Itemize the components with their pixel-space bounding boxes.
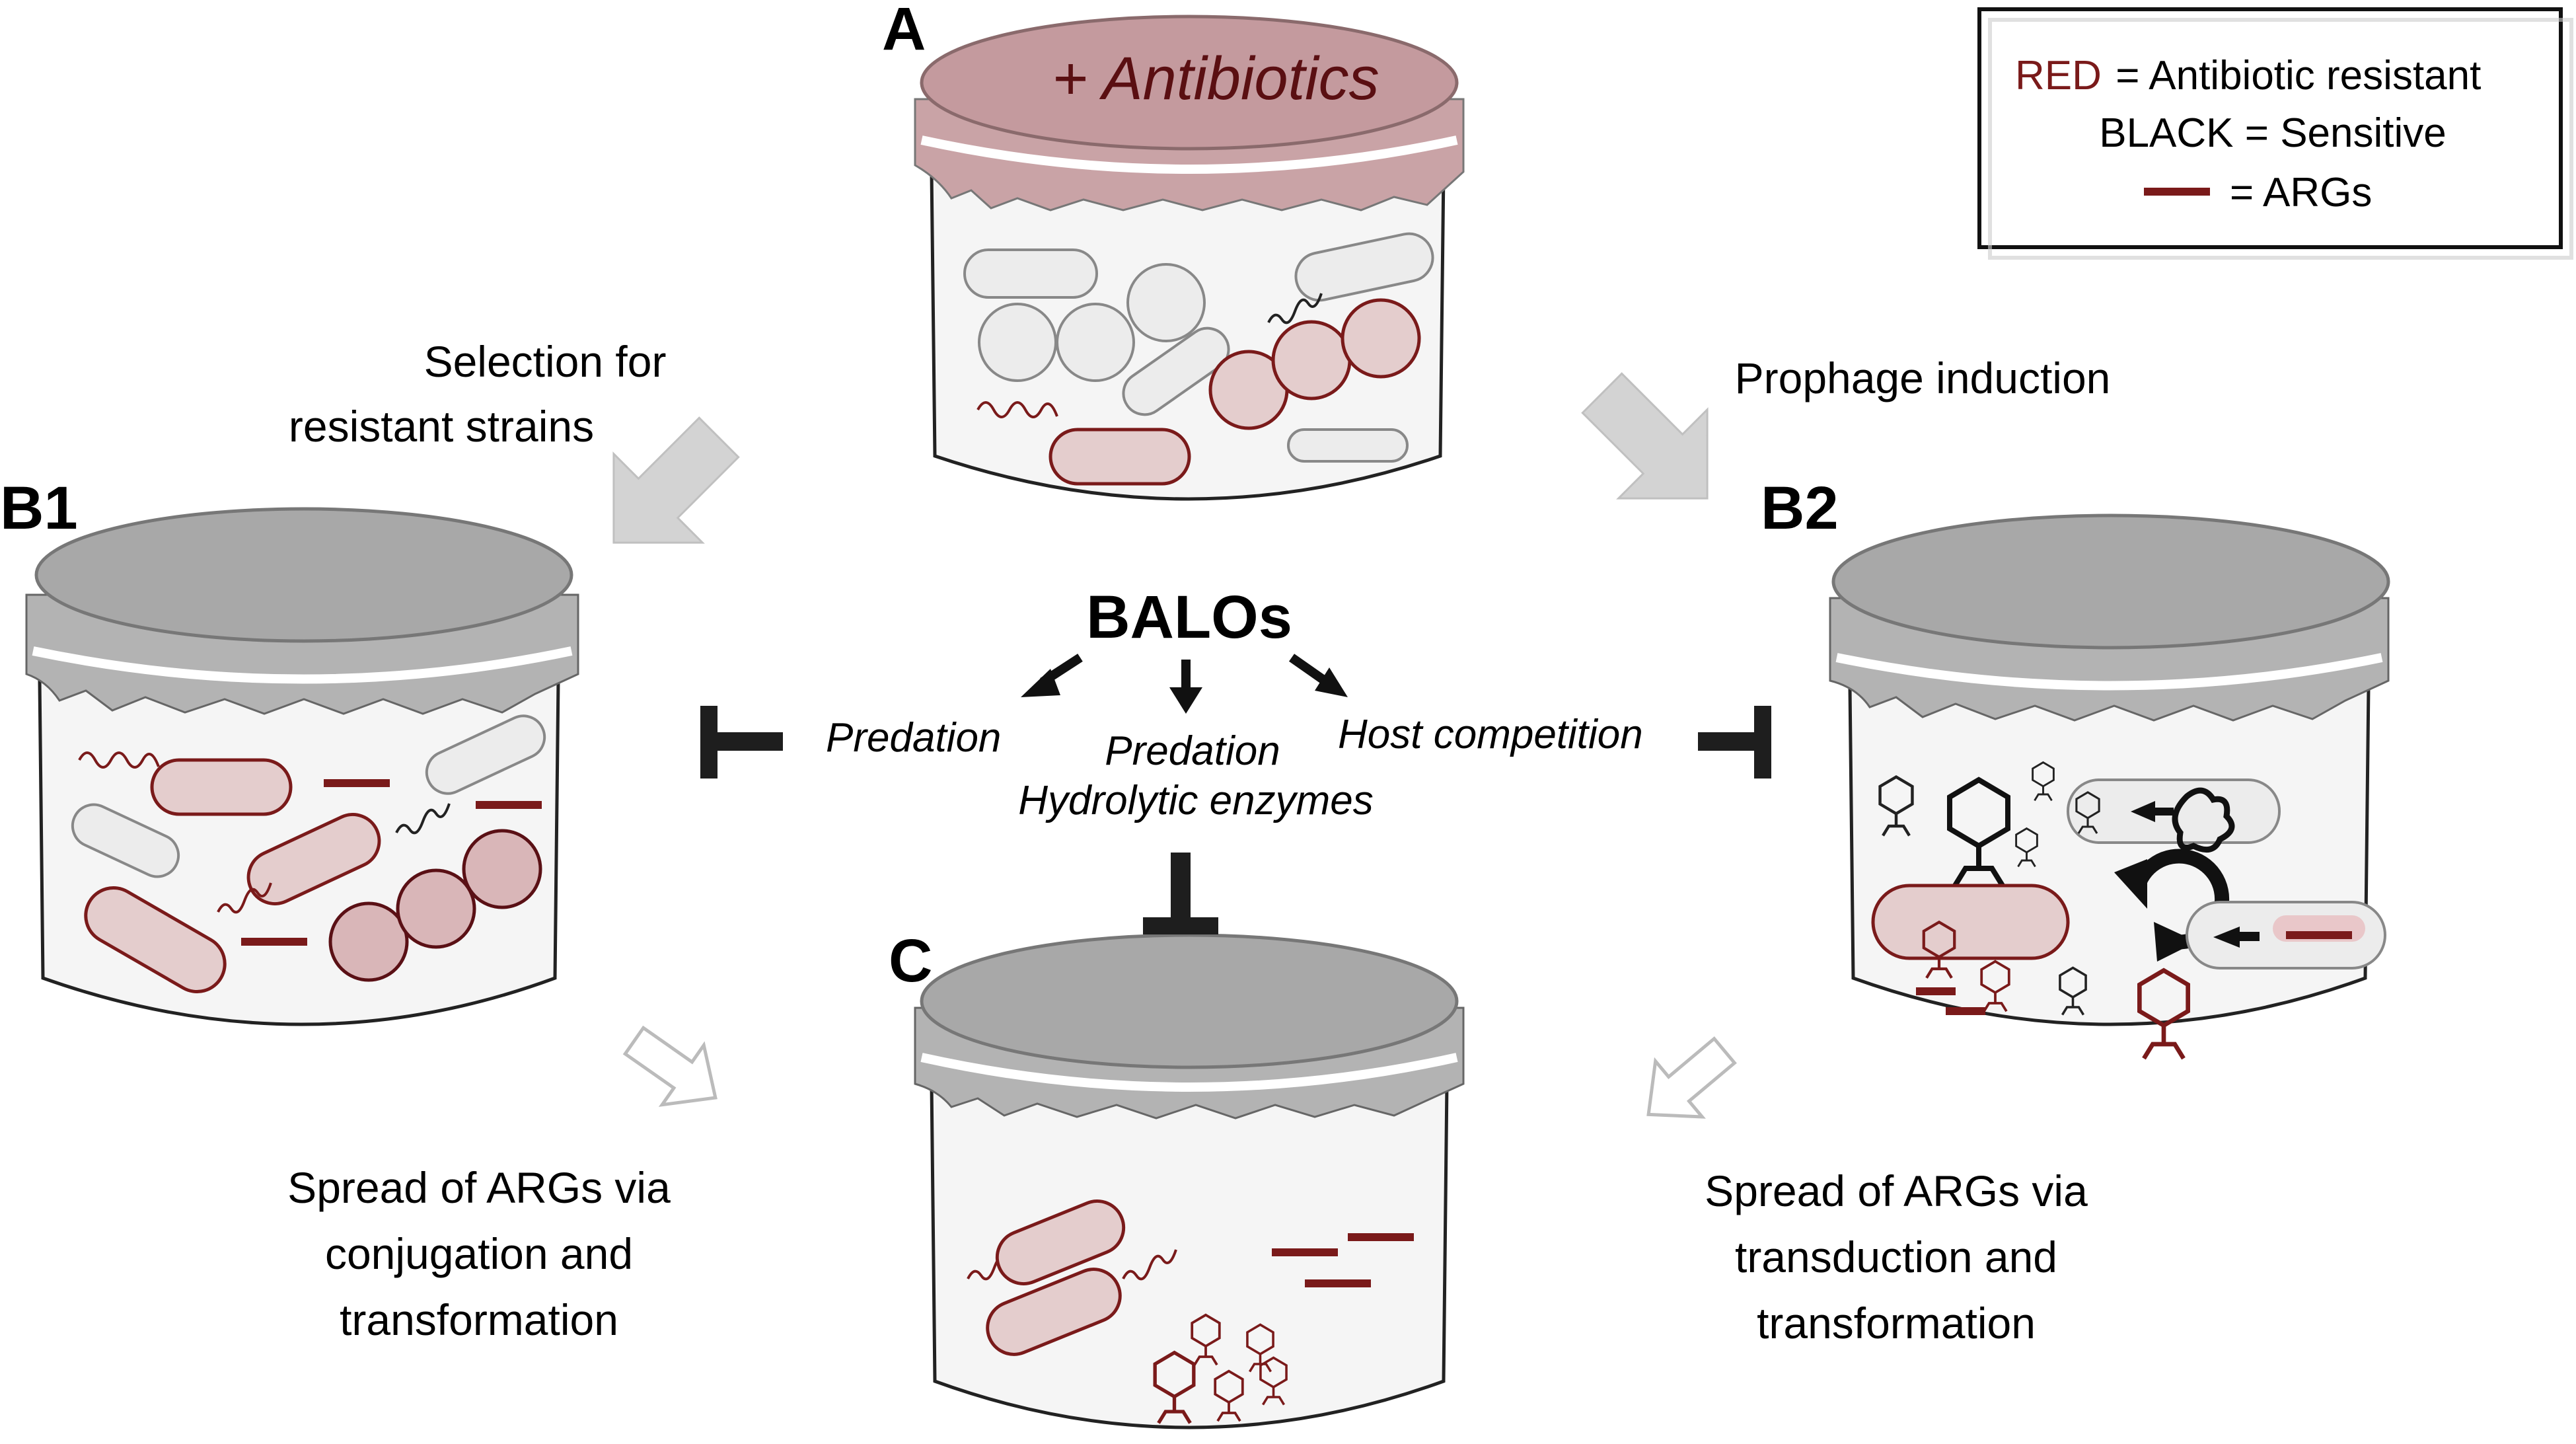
inhibit-b1 xyxy=(700,706,783,779)
legend-box xyxy=(1977,7,2563,249)
jar-b1 xyxy=(25,507,579,1026)
arrow-b1-to-c xyxy=(622,1025,718,1107)
inhibit-b2 xyxy=(1698,706,1771,779)
arrow-a-to-b2 xyxy=(1581,372,1709,500)
caption-bottom-left-2: conjugation and xyxy=(325,1229,633,1278)
inhibit-c xyxy=(1143,853,1218,934)
panel-label-c: C xyxy=(889,927,932,995)
balos-title: BALOs xyxy=(1086,584,1292,651)
legend-red-word: RED xyxy=(2015,53,2102,98)
legend: RED = Antibiotic resistant BLACK = Sensi… xyxy=(1977,7,2573,260)
arrow-a-to-b1 xyxy=(612,416,740,544)
arrow-b2-to-c xyxy=(1646,1036,1737,1119)
caption-top-left-2: resistant strains xyxy=(289,402,594,451)
jar-b2-lid xyxy=(1831,513,2390,650)
legend-args-desc: = ARGs xyxy=(2230,170,2372,215)
legend-red-desc: = Antibiotic resistant xyxy=(2104,53,2481,98)
caption-bottom-right-1: Spread of ARGs via xyxy=(1705,1166,2088,1215)
jar-b2 xyxy=(1829,513,2390,1059)
balo-arrow-middle xyxy=(1169,660,1202,714)
jar-c xyxy=(914,933,1465,1429)
panel-label-a: A xyxy=(882,0,926,63)
caption-bottom-left-1: Spread of ARGs via xyxy=(287,1163,671,1212)
jar-c-body xyxy=(930,1083,1449,1429)
panel-label-b1: B1 xyxy=(0,475,78,542)
lid-antibiotics-text: + Antibiotics xyxy=(1052,45,1379,112)
effect-predation-middle: Predation xyxy=(1105,728,1280,774)
legend-black-desc: BLACK = Sensitive xyxy=(2099,110,2447,156)
effect-hydrolytic-enzymes: Hydrolytic enzymes xyxy=(1018,778,1373,823)
panel-label-b2: B2 xyxy=(1761,475,1839,542)
effect-predation-left: Predation xyxy=(826,715,1001,761)
jar-c-lid xyxy=(920,933,1459,1069)
jar-a: + Antibiotics xyxy=(914,15,1465,501)
caption-bottom-left-3: transformation xyxy=(340,1295,618,1344)
jar-a-lid xyxy=(920,15,1459,151)
caption-top-left-1: Selection for xyxy=(424,337,667,386)
balo-arrow-left xyxy=(1021,654,1083,697)
balo-arrow-right xyxy=(1288,654,1348,697)
caption-bottom-right-3: transformation xyxy=(1757,1299,2036,1348)
effect-host-competition: Host competition xyxy=(1338,712,1643,757)
jar-b1-lid xyxy=(34,507,573,643)
caption-top-right: Prophage induction xyxy=(1735,354,2111,402)
caption-bottom-right-2: transduction and xyxy=(1735,1233,2057,1281)
